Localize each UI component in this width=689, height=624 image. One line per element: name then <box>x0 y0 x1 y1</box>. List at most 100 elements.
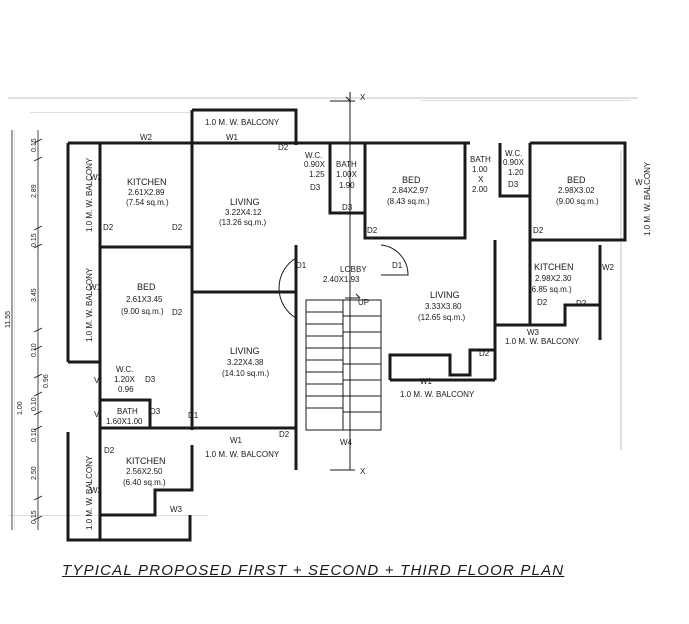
vent-tag: V <box>94 376 100 385</box>
section-tag: X <box>360 93 366 102</box>
room-bath-bl: BATH 1.60X1.00 <box>106 407 143 426</box>
room-dim: 0.90X <box>503 158 525 167</box>
room-living-mr: LIVING 3.33X3.80 (12.65 sq.m.) <box>418 290 465 322</box>
room-bath-tr: BATH 1.00 X 2.00 <box>470 155 491 194</box>
dim-total: 11.55 <box>5 311 12 328</box>
dim-value: 3.45 <box>31 288 38 302</box>
room-name: W.C. <box>116 365 133 374</box>
room-dim2: 1.20 <box>508 168 524 177</box>
left-dimension-values: 0.15 2.89 0.15 3.45 0.10 0.96 0.10 1.00 … <box>5 138 50 524</box>
room-name: KITCHEN <box>126 456 166 466</box>
door-tag: D2 <box>479 349 490 358</box>
room-dim: 2.84X2.97 <box>392 186 429 195</box>
room-name: BATH <box>117 407 138 416</box>
room-wc-tr: W.C. 0.90X 1.20 <box>503 149 525 177</box>
walls <box>66 108 627 542</box>
door-tag: D3 <box>342 203 353 212</box>
room-dim-x: X <box>478 175 484 184</box>
dim-value: 1.00 <box>17 401 24 415</box>
room-dim: 1.20X <box>114 375 136 384</box>
balcony-bottom: 1.0 M. W. BALCONY <box>205 450 280 459</box>
window-tag: W2 <box>90 173 103 182</box>
door-tag: D1 <box>392 261 403 270</box>
door-tag: D2 <box>367 226 378 235</box>
window-tag: W <box>635 178 643 187</box>
dim-value: 0.10 <box>31 397 38 411</box>
window-tag: W3 <box>170 505 183 514</box>
room-dim: 2.98X3.02 <box>558 186 595 195</box>
staircase <box>305 293 382 431</box>
room-dim: 2.40X1.93 <box>323 275 360 284</box>
balcony-mid: 1.0 M. W. BALCONY <box>400 390 475 399</box>
section-tag: X <box>360 467 366 476</box>
door-tag: D2 <box>279 430 290 439</box>
room-area: (9.00 sq.m.) <box>556 197 599 206</box>
room-name: LOBBY <box>340 265 367 274</box>
room-dim: 2.56X2.50 <box>126 467 163 476</box>
left-dimension-line <box>11 130 43 530</box>
window-tag: W3 <box>527 328 540 337</box>
room-dim: 2.61X3.45 <box>126 295 163 304</box>
room-dim: 1.00 <box>472 165 488 174</box>
vent-tag: V <box>94 410 100 419</box>
room-name: BED <box>402 175 421 185</box>
dim-value: 0.96 <box>43 374 50 388</box>
room-name: LIVING <box>230 346 260 356</box>
balcony-top: 1.0 M. W. BALCONY <box>205 118 280 127</box>
room-name: W.C. <box>505 149 522 158</box>
room-area: (6.40 sq.m.) <box>123 478 166 487</box>
room-living-bl: LIVING 3.22X4.38 (14.10 sq.m.) <box>222 346 269 378</box>
room-lobby: LOBBY 2.40X1.93 <box>323 265 367 284</box>
room-dim: 3.22X4.38 <box>227 358 264 367</box>
door-tag: D2 <box>533 226 544 235</box>
door-tag: D2 <box>104 446 115 455</box>
door-tag: D3 <box>145 375 156 384</box>
room-area: (7.54 sq.m.) <box>126 198 169 207</box>
room-dim: 2.61X2.89 <box>128 188 165 197</box>
room-name: W.C. <box>305 151 322 160</box>
room-kitchen-bl: KITCHEN 2.56X2.50 (6.40 sq.m.) <box>123 456 166 487</box>
room-dim: 3.22X4.12 <box>225 208 262 217</box>
room-name: BED <box>137 282 156 292</box>
door-tag: D3 <box>310 183 321 192</box>
window-tag: W1 <box>226 133 239 142</box>
window-tag: W4 <box>340 438 353 447</box>
room-dim2: 1.90 <box>339 181 355 190</box>
section-markers <box>330 92 355 471</box>
dim-value: 2.50 <box>31 466 38 480</box>
room-bed-tr: BED 2.98X3.02 (9.00 sq.m.) <box>556 175 599 206</box>
door-tag: D2 <box>278 143 289 152</box>
dim-value: 0.10 <box>31 428 38 442</box>
room-area: (8.43 sq.m.) <box>387 197 430 206</box>
room-kitchen-tl: KITCHEN 2.61X2.89 (7.54 sq.m.) <box>126 177 169 207</box>
door-tag: D2 <box>172 308 183 317</box>
room-name: BED <box>567 175 586 185</box>
balcony-mid-right: 1.0 M. W. BALCONY <box>505 337 580 346</box>
room-dim: 1.60X1.00 <box>106 417 143 426</box>
stair-up-tag: UP <box>358 298 369 307</box>
dim-value: 0.15 <box>31 233 38 247</box>
room-name: LIVING <box>230 197 260 207</box>
room-area: (12.65 sq.m.) <box>418 313 465 322</box>
dim-value: 0.10 <box>31 343 38 357</box>
dim-value: 2.89 <box>31 184 38 198</box>
balcony-left-mid: 1.0 M. W. BALCONY <box>85 267 94 342</box>
balcony-labels: 1.0 M. W. BALCONY 1.0 M. W. BALCONY 1.0 … <box>85 118 652 530</box>
door-tag: D2 <box>576 299 587 308</box>
window-tag: W1 <box>420 377 433 386</box>
room-wc-tl: W.C. 0.90X 1.25 <box>304 151 326 179</box>
room-area: (9.00 sq.m.) <box>121 307 164 316</box>
room-living-tl: LIVING 3.22X4.12 (13.26 sq.m.) <box>219 197 266 227</box>
room-bed-tl: BED 2.84X2.97 (8.43 sq.m.) <box>387 175 430 206</box>
dim-value: 0.15 <box>31 510 38 524</box>
room-name: BATH <box>336 160 357 169</box>
room-area: (6.85 sq.m.) <box>529 285 572 294</box>
room-area: (13.26 sq.m.) <box>219 218 266 227</box>
room-dim: 3.33X3.80 <box>425 302 462 311</box>
room-dim: 1.00X <box>336 170 358 179</box>
balcony-left-bottom: 1.0 M. W. BALCONY <box>85 455 94 530</box>
door-tag: D2 <box>172 223 183 232</box>
door-tag: D3 <box>508 180 519 189</box>
window-tag: W2 <box>602 263 615 272</box>
